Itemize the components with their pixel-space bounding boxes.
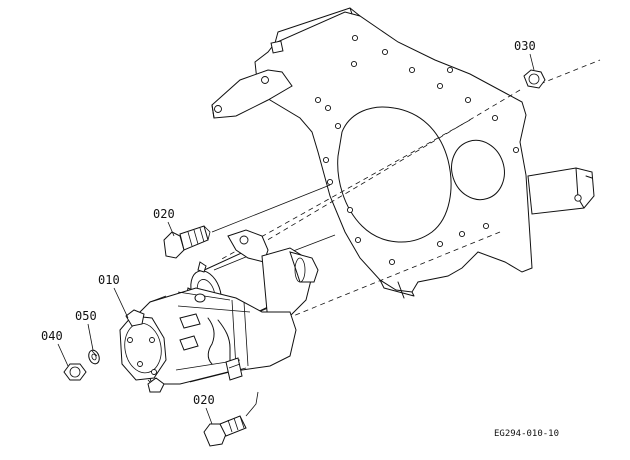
callout-030: 030	[514, 39, 536, 53]
leader-020-top	[167, 221, 175, 237]
callout-020-top: 020	[153, 207, 175, 221]
callout-020-bottom: 020	[193, 393, 215, 407]
bolt-020-top	[163, 225, 211, 259]
callout-040: 040	[41, 329, 63, 343]
lock-washer-050	[88, 349, 100, 365]
leader-030	[529, 53, 535, 71]
figure-code: EG294-010-10	[494, 429, 559, 439]
callout-010: 010	[98, 273, 120, 287]
nut-040	[63, 363, 87, 381]
starter-motor-010	[119, 229, 319, 393]
leader-050	[87, 323, 94, 351]
callout-050: 050	[75, 309, 97, 323]
bolt-020-bottom	[203, 391, 259, 447]
nut-030	[523, 59, 601, 89]
engine-plate	[211, 7, 595, 299]
leader-010	[113, 287, 129, 319]
leader-020-bottom	[205, 407, 213, 425]
leader-040	[57, 343, 69, 367]
